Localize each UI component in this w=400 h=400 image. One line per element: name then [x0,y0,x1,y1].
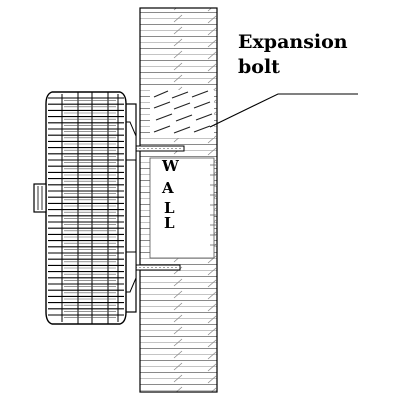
callout-label-line1: Expansion [238,31,348,53]
bolt-anchor-zone [150,90,214,138]
callout-leader-line [209,93,358,128]
wall-cavity [149,157,215,259]
cooling-fins [48,97,124,318]
housing-columns [61,92,119,324]
fixture-housing [45,91,127,325]
callout-label-line2: bolt [238,56,280,78]
wall-letter-l1: L [164,199,175,217]
cable-gland [33,183,47,213]
wall-letter-a: A [161,179,174,197]
wall-letter-w: W [161,157,180,175]
wall-letter-l2: L [164,214,175,232]
cavity-ticks [210,164,216,246]
light-fixture [33,91,137,325]
wall [139,7,218,393]
